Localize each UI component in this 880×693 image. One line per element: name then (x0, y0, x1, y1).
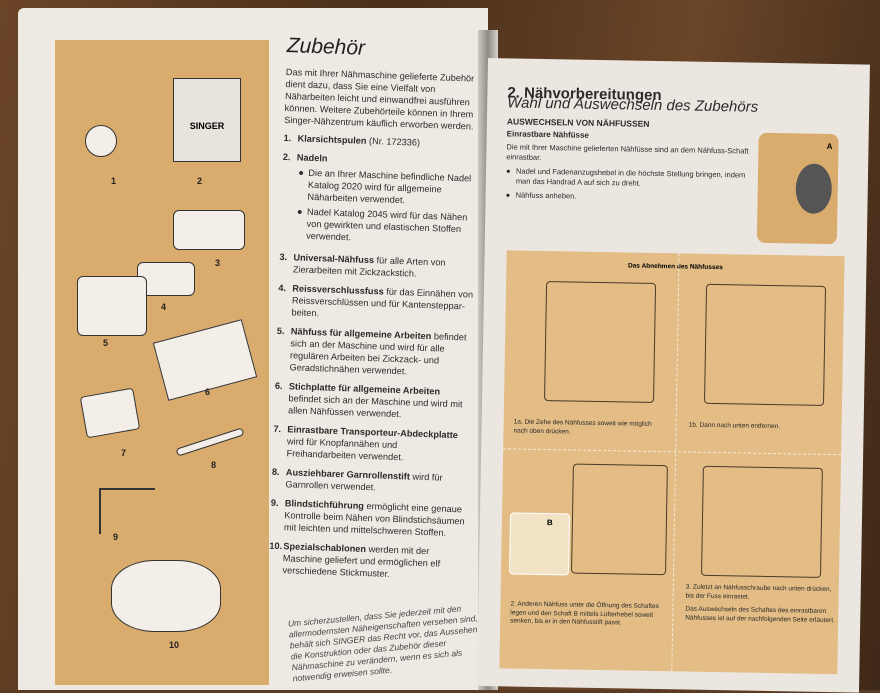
intro-paragraph: Das mit Ihrer Nähmaschine gelieferte Zub… (284, 66, 481, 133)
accessories-illustration-panel: 1 SINGER 2 3 4 5 6 7 8 9 10 (55, 40, 269, 685)
item-number: 4. (277, 282, 292, 318)
figure-label: 6 (205, 387, 210, 397)
figure-label: 9 (113, 532, 118, 542)
accessory-list-item: 8.Ausziehbarer Garnrollenstift wird für … (271, 466, 467, 497)
item-number: 9. (270, 497, 285, 533)
step-3-caption: 3. Zuletzt an Nähfusschraube nach unten … (686, 584, 836, 604)
item-number: 1. (283, 132, 297, 144)
pattern-cams-illustration (111, 560, 221, 632)
figure-label: B (547, 518, 553, 527)
handwheel-icon (795, 163, 832, 214)
item-number: 10. (268, 540, 283, 576)
item-title: Klarsichtspulen (297, 133, 366, 145)
accessory-list-item: 9.Blindstichführung ermöglicht eine gena… (270, 497, 466, 540)
bullet-text: Nadel und Fadenanzugshebel in die höchst… (516, 167, 756, 191)
item-text: wird für Knopfannähen und Freihandarbeit… (286, 436, 403, 462)
figure-label: 8 (211, 460, 216, 470)
accessory-list-item: 10.Spezialschablonen werden mit der Masc… (268, 540, 464, 583)
bullet-text: Nadel Katalog 2045 wird für das Nähen vo… (306, 206, 476, 248)
chapter-subtitle: Wahl und Auswechseln des Zubehörs (507, 98, 807, 113)
general-foot-illustration (77, 276, 147, 336)
accessory-list-item: 7.Einrastbare Transporteur-Abdeckplatte … (272, 423, 468, 466)
universal-foot-illustration (173, 210, 245, 250)
bullet-text: Nähfuss anheben. (516, 191, 577, 202)
panel-title: Das Abnehmen des Nähfusses (506, 260, 844, 273)
figure-label: 4 (161, 302, 166, 312)
figure-label: 10 (169, 640, 179, 650)
item-title: Nadeln (297, 152, 328, 163)
cover-plate-illustration (80, 388, 140, 439)
divider (671, 253, 679, 671)
bullet-item: ●Die an Ihrer Maschine befindliche Nadel… (297, 166, 477, 208)
figure-label: 3 (215, 258, 220, 268)
step-1a-drawing (544, 281, 656, 403)
item-title: Spezialschablonen (283, 541, 366, 554)
bullet-text: Die an Ihrer Maschine befindliche Nadel … (307, 167, 477, 209)
item-number: 6. (274, 380, 289, 416)
foot-b-inset: B (509, 512, 570, 575)
step-2-drawing (571, 464, 668, 576)
bobbin-illustration (85, 125, 117, 157)
item-number: 8. (271, 466, 286, 490)
figure-label: A (827, 142, 833, 151)
item-text: befindet sich an der Maschine und wird m… (288, 393, 463, 419)
accessory-list-item: 4.Reissverschlussfuss für das Einnähen v… (277, 282, 473, 325)
handwheel-illustration: A (757, 133, 839, 244)
item-title: Reissverschlussfuss (292, 283, 384, 296)
accessory-list-item: 1.Klarsichtspulen (Nr. 172336) (283, 132, 478, 151)
section-heading: AUSWECHSELN VON NÄHFUSSEN (507, 116, 757, 130)
item-text: (Nr. 172336) (366, 136, 420, 148)
blindstitch-guide-illustration (99, 488, 155, 534)
step-1b-drawing (704, 284, 826, 406)
figure-label: 5 (103, 338, 108, 348)
figure-label: 1 (111, 176, 116, 186)
step-1b-caption: 1b. Dann nach unten entfernen. (689, 422, 839, 433)
item-title: Universal-Nähfuss (293, 252, 374, 265)
right-page: 2. Nähvorbereitungen Wahl und Auswechsel… (477, 58, 870, 693)
needle-pack-brand: SINGER (174, 121, 240, 131)
accessory-list-item: 3.Universal-Nähfuss für alle Arten von Z… (279, 251, 475, 282)
needle-pack-illustration: SINGER (173, 78, 241, 162)
item-number: 7. (272, 423, 287, 459)
subsection-heading: Einrastbare Nähfüsse (507, 129, 757, 143)
accessory-list-item: 5.Nähfuss für allgemeine Arbeiten befind… (275, 325, 472, 380)
foot-removal-illustration-panel: Das Abnehmen des Nähfusses 1a. Die Zehe … (499, 250, 844, 674)
spool-pin-illustration (175, 427, 244, 456)
step-3-drawing (701, 466, 823, 578)
item-number: 3. (279, 251, 294, 275)
step-2-caption: 2. Anderen Nähfuss unter die Öffnung des… (510, 600, 660, 628)
figure-label: 2 (197, 176, 202, 186)
section-intro: Die mit Ihrer Maschine gelieferten Nähfü… (506, 142, 756, 166)
accessory-list-item: 2.Nadeln●Die an Ihrer Maschine befindlic… (280, 151, 478, 251)
divider (503, 448, 841, 455)
step-note: Das Auswechseln des Schaftes des einrast… (685, 606, 835, 626)
item-title: Blindstichführung (285, 498, 364, 511)
bullet-item: ●Nähfuss anheben. (506, 190, 756, 204)
bullet-item: ●Nadel und Fadenanzugshebel in die höchs… (506, 166, 756, 190)
bullet-item: ●Nadel Katalog 2045 wird für das Nähen v… (296, 205, 476, 247)
accessory-list-item: 6.Stichplatte für allgemeine Arbeiten be… (274, 380, 470, 423)
figure-label: 7 (121, 448, 126, 458)
accessories-text: Zubehör Das mit Ihrer Nähmaschine gelief… (268, 40, 482, 589)
step-1a-caption: 1a. Die Zehe des Nähfusses soweit wie mö… (513, 419, 663, 439)
